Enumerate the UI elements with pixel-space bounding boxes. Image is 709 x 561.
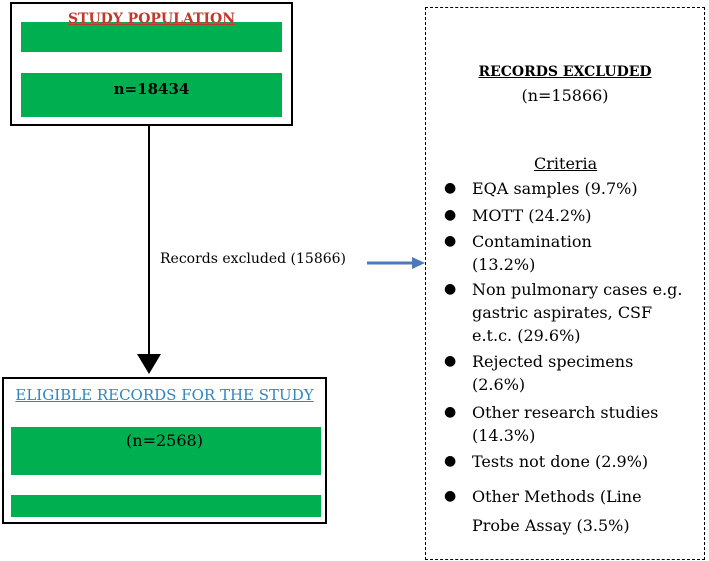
population-green-band-bottom: [21, 73, 282, 117]
arrow-label: Records excluded (15866): [160, 251, 347, 267]
criteria-item: ●Contamination (13.2%): [444, 232, 592, 274]
population-green-band-top: [21, 22, 282, 52]
criteria-item: ●Rejected specimens (2.6%): [444, 352, 634, 394]
criteria-item: ●Non pulmonary cases e.g. gastric aspira…: [444, 280, 683, 345]
records-excluded-box: RECORDS EXCLUDED (n=15866) Criteria ●EQA…: [425, 7, 705, 560]
excluded-title: RECORDS EXCLUDED: [478, 64, 652, 80]
criteria-item: ●Other Methods (Line Probe Assay (3.5%): [444, 487, 642, 535]
eligible-records-box: ELIGIBLE RECORDS FOR THE STUDY (n=2568): [2, 377, 327, 524]
criteria-item: ●Other research studies (14.3%): [444, 403, 659, 445]
population-title: STUDY POPULATION: [67, 11, 236, 27]
right-arrowhead: [412, 257, 425, 269]
eligible-count: (n=2568): [126, 431, 203, 450]
eligible-title: ELIGIBLE RECORDS FOR THE STUDY: [15, 386, 314, 404]
eligible-green-band-top: [11, 427, 321, 475]
criteria-item: ●EQA samples (9.7%): [444, 179, 638, 198]
criteria-item: ●MOTT (24.2%): [444, 206, 592, 225]
excluded-count: (n=15866): [521, 86, 609, 105]
population-count: n=18434: [113, 80, 190, 98]
down-arrowhead: [137, 354, 161, 374]
study-population-box: STUDY POPULATION n=18434: [10, 2, 293, 126]
criteria-item: ●Tests not done (2.9%): [444, 452, 649, 471]
criteria-heading: Criteria: [534, 154, 598, 173]
eligible-green-band-bottom: [11, 495, 321, 517]
